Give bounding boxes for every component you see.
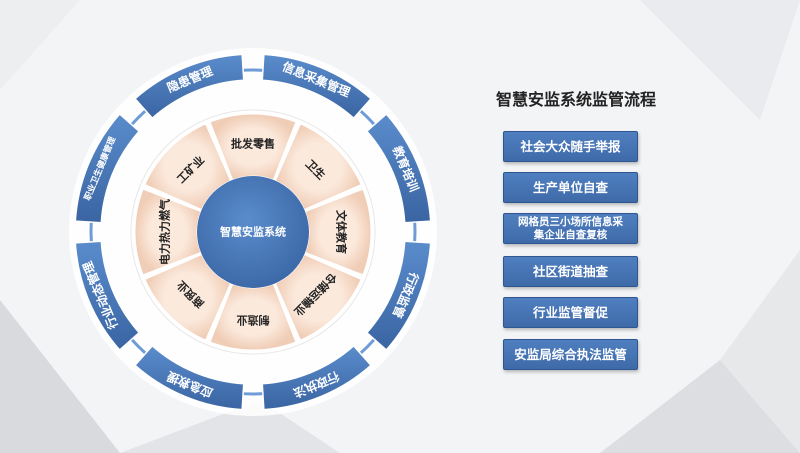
step-box: 社区街道抽查 [503,256,638,287]
wheel-ring-line [89,68,417,396]
step-label: 社会大众随手举报 [520,138,621,154]
step-box: 行业监管督促 [503,297,638,328]
step-label: 生产单位自查 [532,179,608,195]
inner-sector-label: 批发零售 [231,137,275,151]
step-box: 社会大众随手举报 [503,131,638,162]
step-label: 网格员三小场所信息采集企业自查复核 [518,215,623,241]
inner-sector-label: 文体教育 [335,210,349,254]
diagram-title: 智慧安监系统监管流程 [495,90,656,109]
inner-sector-label: 制造业 [237,314,270,328]
step-label: 社区街道抽查 [532,263,608,279]
outer-band [133,53,245,120]
outer-band [365,112,432,224]
step-box: 生产单位自查 [503,172,638,203]
center-label: 智慧安监系统 [220,225,286,239]
step-box: 网格员三小场所信息采集企业自查复核 [503,213,638,244]
outer-band [261,53,373,120]
step-label: 安监局综合执法监管 [514,346,627,362]
inner-sector-label: 电力热力燃气 [158,199,172,265]
step-label: 行业监管督促 [532,304,608,320]
outer-band [261,344,373,411]
outer-band [74,240,141,352]
center-circle [197,176,309,288]
outer-band [365,240,432,352]
step-box: 安监局综合执法监管 [503,339,638,370]
outer-band [74,112,141,224]
outer-band [133,344,245,411]
